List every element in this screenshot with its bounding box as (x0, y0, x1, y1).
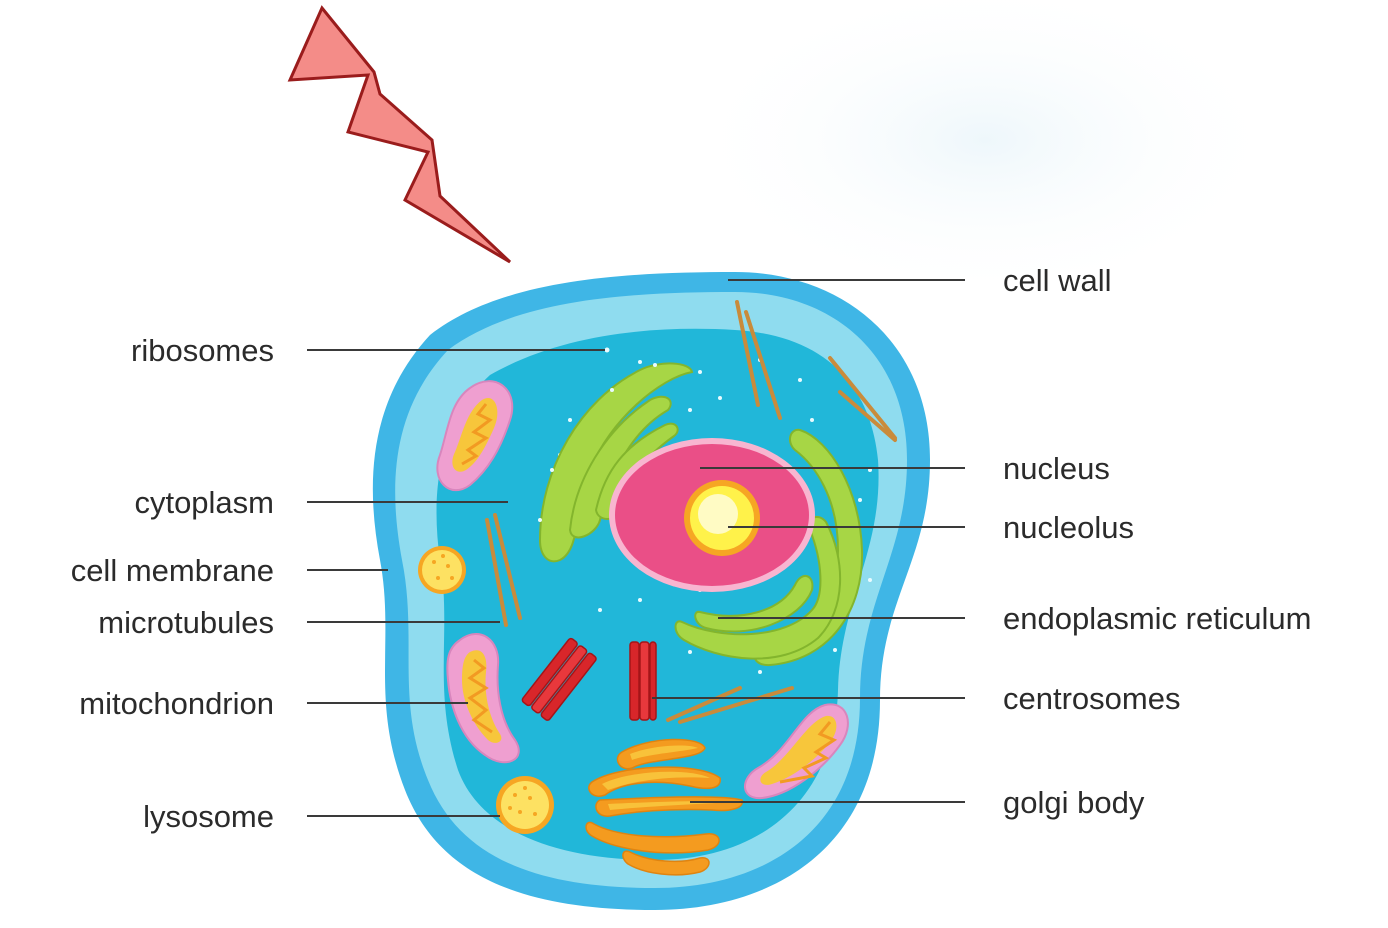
label-cell-membrane: cell membrane (71, 553, 274, 588)
label-cytoplasm: cytoplasm (134, 485, 274, 520)
label-nucleus: nucleus (1003, 451, 1110, 486)
label-ribosomes: ribosomes (131, 333, 274, 368)
label-mitochondrion: mitochondrion (79, 686, 274, 721)
lysosome-bottom (496, 776, 554, 834)
label-nucleolus: nucleolus (1003, 510, 1134, 545)
label-microtubules: microtubules (98, 605, 274, 640)
label-golgi-body: golgi body (1003, 785, 1145, 820)
background-glow (685, 0, 1285, 300)
label-endoplasmic-reticulum: endoplasmic reticulum (1003, 601, 1311, 636)
lightning-bolt-icon (290, 8, 510, 262)
centrosome-vertical (630, 642, 656, 720)
lysosome-top (418, 546, 466, 594)
label-lysosome: lysosome (143, 799, 274, 834)
label-centrosomes: centrosomes (1003, 681, 1180, 716)
label-cell-wall: cell wall (1003, 263, 1112, 298)
